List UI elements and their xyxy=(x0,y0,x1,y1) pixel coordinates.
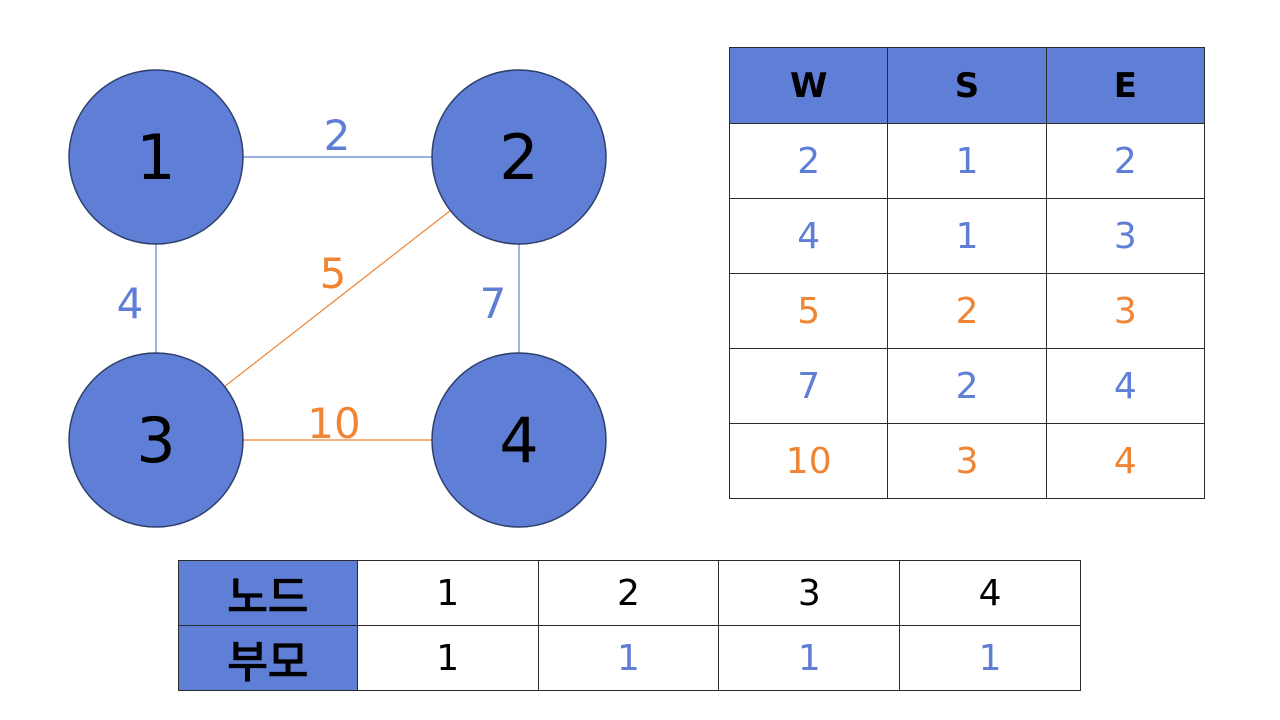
node-circle xyxy=(68,69,244,245)
node-label: 1 xyxy=(136,121,175,194)
edge-weight-cell: 4 xyxy=(728,198,889,274)
node-circle xyxy=(68,352,244,528)
parent-cell: 1 xyxy=(537,625,720,691)
edge-table-header-w: W xyxy=(728,47,889,124)
node-circle xyxy=(431,69,607,245)
node-cell: 2 xyxy=(537,560,720,626)
node-label: 2 xyxy=(499,121,538,194)
edge-end-cell: 2 xyxy=(1045,123,1206,199)
graph-node-2: 2 xyxy=(431,69,607,245)
parent-row-header: 부모 xyxy=(178,625,358,691)
edge-end-cell: 4 xyxy=(1045,423,1206,499)
node-label: 3 xyxy=(136,404,175,477)
node-cell: 4 xyxy=(899,560,1081,626)
edge-table-header-row: W S E xyxy=(728,47,1206,124)
parent-table-node-row: 노드 1 2 3 4 xyxy=(178,560,1081,626)
edge-weight-label: 5 xyxy=(320,249,347,298)
parent-table: 노드 1 2 3 4 부모 1 1 1 1 xyxy=(178,560,1081,691)
node-circle xyxy=(431,352,607,528)
node-cell: 1 xyxy=(356,560,539,626)
graph-node-4: 4 xyxy=(431,352,607,528)
edge-table-header-s: S xyxy=(887,47,1047,124)
edge-table-row: 7 2 4 xyxy=(728,348,1206,424)
edge-start-cell: 1 xyxy=(887,198,1047,274)
graph-node-1: 1 xyxy=(68,69,244,245)
edge-table-row: 5 2 3 xyxy=(728,273,1206,349)
node-label: 4 xyxy=(499,404,538,477)
node-cell: 3 xyxy=(718,560,901,626)
node-row-header: 노드 xyxy=(178,560,358,626)
edge-end-cell: 3 xyxy=(1045,198,1206,274)
edge-start-cell: 3 xyxy=(887,423,1047,499)
edge-weight-label: 4 xyxy=(117,279,144,328)
edge-weight-cell: 7 xyxy=(728,348,889,424)
parent-cell: 1 xyxy=(899,625,1081,691)
edge-weight-cell: 2 xyxy=(728,123,889,199)
edge-end-cell: 4 xyxy=(1045,348,1206,424)
edge-table: W S E 2 1 2 4 1 3 5 2 3 7 2 4 10 3 4 xyxy=(728,47,1206,499)
edge-table-header-e: E xyxy=(1045,47,1206,124)
edge-weight-cell: 5 xyxy=(728,273,889,349)
edge-table-row: 4 1 3 xyxy=(728,198,1206,274)
edge-weight-label: 7 xyxy=(480,279,507,328)
edge-start-cell: 2 xyxy=(887,273,1047,349)
edge-end-cell: 3 xyxy=(1045,273,1206,349)
edge-table-row: 2 1 2 xyxy=(728,123,1206,199)
edge-weight-cell: 10 xyxy=(728,423,889,499)
graph-node-3: 3 xyxy=(68,352,244,528)
edge-start-cell: 2 xyxy=(887,348,1047,424)
edge-weight-label: 10 xyxy=(307,399,360,448)
parent-cell: 1 xyxy=(356,625,539,691)
edge-weight-label: 2 xyxy=(324,111,351,160)
parent-cell: 1 xyxy=(718,625,901,691)
edge-start-cell: 1 xyxy=(887,123,1047,199)
edge-table-row: 10 3 4 xyxy=(728,423,1206,499)
parent-table-parent-row: 부모 1 1 1 1 xyxy=(178,625,1081,691)
graph-diagram: 2 4 5 7 10 1 2 3 4 xyxy=(68,69,607,528)
edge-2-3 xyxy=(224,210,451,387)
